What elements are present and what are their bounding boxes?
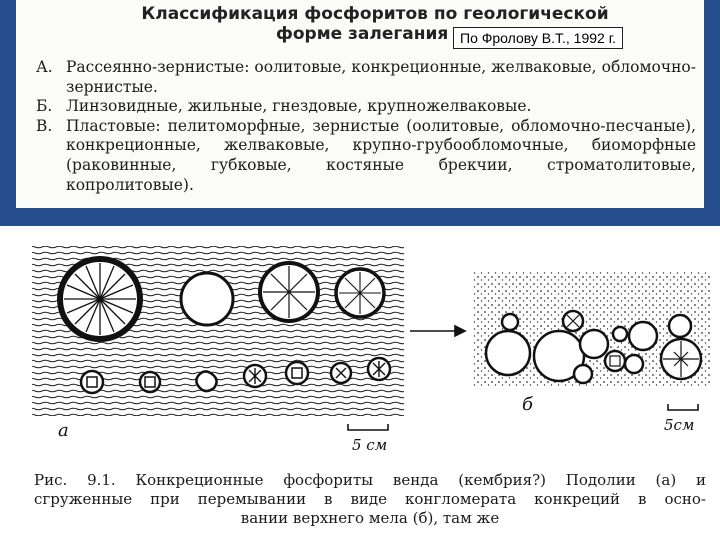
radial-concretion <box>258 261 320 323</box>
scale-bar-b <box>667 404 699 411</box>
figure-caption: Рис. 9.1. Конкреционные фосфориты венда … <box>34 471 706 528</box>
scale-bar-a <box>347 424 389 431</box>
slide-divider-bar <box>0 208 720 226</box>
title-line-1: Классификация фосфоритов по геологическо… <box>141 4 609 24</box>
caption-line-2: сгруженные при перемывании в виде конгло… <box>34 490 706 508</box>
oolite-concretion <box>179 271 235 327</box>
radial-concretion <box>57 256 143 342</box>
item-key: А. <box>36 58 53 76</box>
small-nodules <box>79 356 392 395</box>
radial-concretion <box>334 267 386 319</box>
panel-label-a: а <box>58 420 69 441</box>
panel-label-b: б <box>522 394 534 415</box>
classification-item: А. Рассеянно-зернистые: оолитовые, конкр… <box>36 58 696 97</box>
item-text: Пластовые: пелитоморфные, зернистые (оол… <box>66 116 696 194</box>
classification-item: Б. Линзовидные, жильные, гнездовые, круп… <box>36 97 696 117</box>
item-key: В. <box>36 116 53 135</box>
conglomerate-nodules <box>484 309 703 385</box>
slide-frame-left <box>0 0 16 226</box>
item-text: Рассеянно-зернистые: оолитовые, конкреци… <box>66 58 696 96</box>
item-text: Линзовидные, жильные, гнездовые, крупнож… <box>66 97 532 116</box>
classification-item: В. Пластовые: пелитоморфные, зернистые (… <box>36 117 696 195</box>
title-line-2: форме залегания <box>276 24 449 44</box>
caption-line-3: вании верхнего мела (б), там же <box>240 509 500 527</box>
slide-frame-right <box>704 0 720 226</box>
classification-list: А. Рассеянно-зернистые: оолитовые, конкр… <box>36 58 696 195</box>
source-note: По Фролову В.Т., 1992 г. <box>453 27 623 49</box>
scale-label-a: 5 см <box>352 436 387 454</box>
scale-label-b: 5см <box>664 416 694 434</box>
caption-line-1: Рис. 9.1. Конкреционные фосфориты венда … <box>34 471 706 489</box>
item-key: Б. <box>36 97 53 116</box>
arrow-icon <box>410 324 467 338</box>
slide-title: Классификация фосфоритов по геологическо… <box>70 4 660 44</box>
concretion-figure: 5 см а 5см б <box>32 246 710 454</box>
